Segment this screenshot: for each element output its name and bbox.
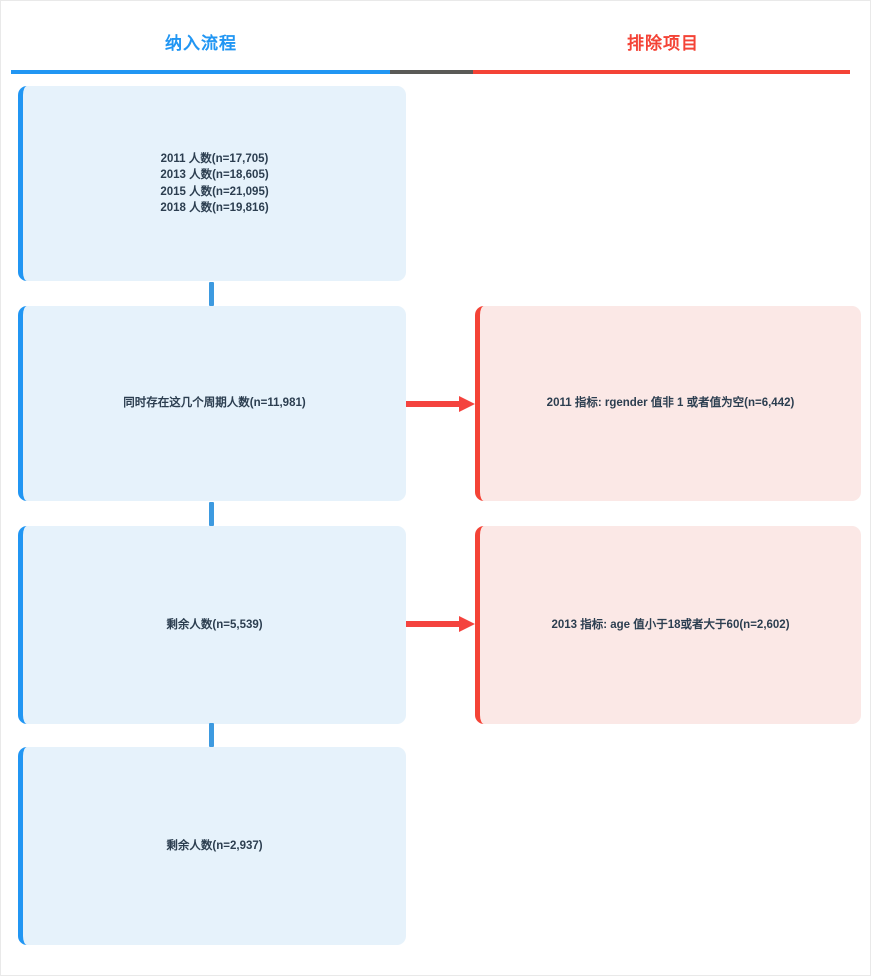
- exclude-box-1[interactable]: 2011 指标: rgender 值非 1 或者值为空(n=6,442): [475, 306, 861, 501]
- exclusion-arrow-1: [406, 396, 475, 412]
- include-box-cohort[interactable]: 2011 人数(n=17,705) 2013 人数(n=18,605) 2015…: [18, 86, 406, 281]
- include-box-cohort-text: 2011 人数(n=17,705) 2013 人数(n=18,605) 2015…: [160, 151, 268, 216]
- exclude-box-2-text: 2013 指标: age 值小于18或者大于60(n=2,602): [551, 617, 789, 633]
- divider-segment-blue: [11, 70, 390, 74]
- cohort-line-2015: 2015 人数(n=21,095): [160, 185, 269, 198]
- connector-overlap-to-remain-1: [209, 502, 214, 526]
- include-box-overlap[interactable]: 同时存在这几个周期人数(n=11,981): [18, 306, 406, 501]
- divider-segment-red: [473, 70, 850, 74]
- arrow-head-icon: [459, 396, 475, 412]
- arrow-shaft: [406, 401, 461, 407]
- arrow-head-icon: [459, 616, 475, 632]
- include-box-remaining-1-text: 剩余人数(n=5,539): [166, 617, 262, 633]
- exclude-2-line: 2013 指标: age 值小于18或者大于60(n=2,602): [551, 618, 790, 631]
- include-box-remaining-1[interactable]: 剩余人数(n=5,539): [18, 526, 406, 724]
- cohort-line-2011: 2011 人数(n=17,705): [160, 152, 269, 165]
- connector-remain-1-to-remain-2: [209, 723, 214, 747]
- include-box-remaining-2-text: 剩余人数(n=2,937): [166, 838, 262, 854]
- cohort-line-2018: 2018 人数(n=19,816): [160, 201, 269, 214]
- arrow-shaft: [406, 621, 461, 627]
- remaining-1-line: 剩余人数(n=5,539): [166, 618, 263, 631]
- exclude-box-2[interactable]: 2013 指标: age 值小于18或者大于60(n=2,602): [475, 526, 861, 724]
- exclude-1-line: 2011 指标: rgender 值非 1 或者值为空(n=6,442): [546, 397, 795, 410]
- exclude-column-title: 排除项目: [627, 34, 699, 53]
- connector-cohort-to-overlap: [209, 282, 214, 306]
- remaining-2-line: 剩余人数(n=2,937): [166, 839, 263, 852]
- column-headers: 纳入流程 排除项目: [1, 1, 870, 71]
- divider-segment-gray: [390, 70, 473, 74]
- overlap-line: 同时存在这几个周期人数(n=11,981): [123, 397, 306, 410]
- include-box-overlap-text: 同时存在这几个周期人数(n=11,981): [123, 395, 305, 411]
- include-column-title: 纳入流程: [165, 34, 237, 53]
- include-box-remaining-2[interactable]: 剩余人数(n=2,937): [18, 747, 406, 945]
- exclude-box-1-text: 2011 指标: rgender 值非 1 或者值为空(n=6,442): [547, 395, 795, 411]
- cohort-line-2013: 2013 人数(n=18,605): [160, 169, 269, 182]
- exclusion-arrow-2: [406, 616, 475, 632]
